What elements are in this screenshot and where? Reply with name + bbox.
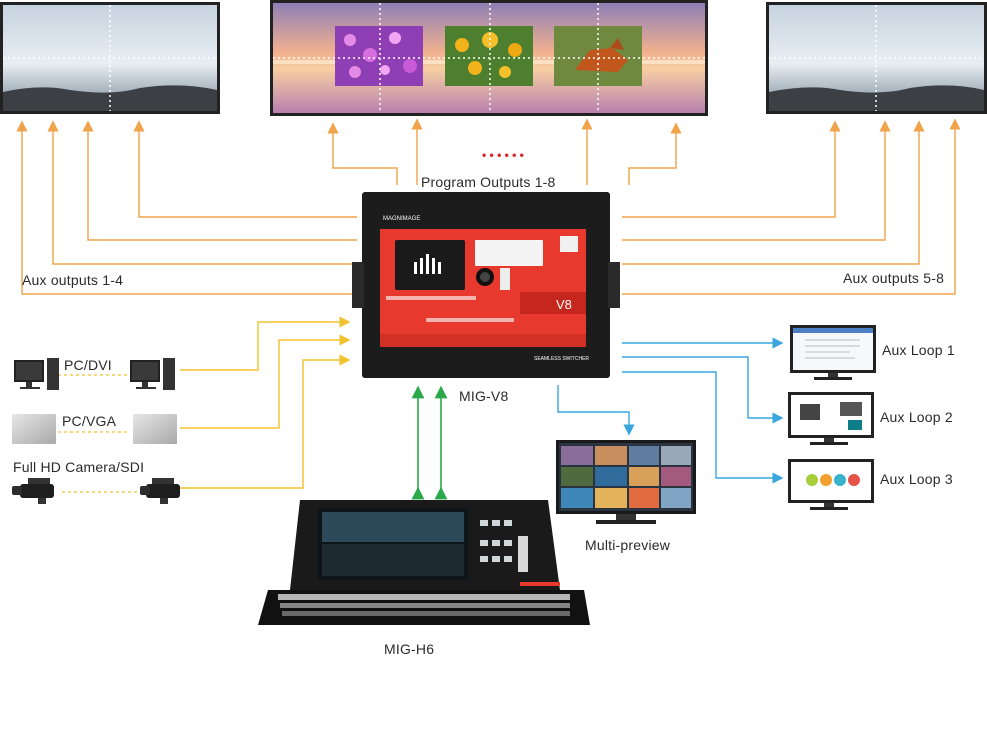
aux-output-arrow-8 — [622, 118, 961, 295]
mig-h6-label: MIG-H6 — [384, 641, 435, 657]
input-arrow-sdi — [180, 354, 351, 489]
camera-label: Full HD Camera/SDI — [13, 459, 145, 475]
program-outputs-label: Program Outputs 1-8 — [421, 174, 556, 190]
aux-loop-arrow-3 — [622, 371, 784, 484]
aux-output-arrow-3 — [82, 120, 357, 241]
mig-h6-console — [258, 500, 590, 625]
program-output-arrow-1 — [327, 122, 398, 185]
aux-output-arrow-4 — [133, 120, 357, 218]
aux-loop-2-monitor — [788, 392, 874, 445]
aux-output-arrow-1 — [16, 120, 357, 295]
pc-vga-left-icon — [12, 414, 56, 444]
aux-loop-3-label: Aux Loop 3 — [880, 471, 953, 487]
program-output-arrow-4 — [628, 122, 682, 185]
mig-v8-label: MIG-V8 — [459, 388, 509, 404]
pc-dvi-left-icon — [14, 358, 59, 390]
aux-loop-3-monitor — [788, 459, 874, 510]
device-footer: SEAMLESS SWITCHER — [534, 356, 589, 362]
pc-dvi-right-icon — [130, 358, 175, 390]
aux-output-arrow-6 — [622, 120, 891, 241]
program-outputs-ellipsis: • • • • • • — [482, 148, 524, 162]
aux-loop-arrow-2 — [622, 356, 784, 424]
device-model-badge: V8 — [556, 297, 572, 312]
aux-outputs-right-label: Aux outputs 5-8 — [843, 270, 945, 286]
mig-v8-device: MAGNIMAGE V8 SEAMLESS SWITCHER — [352, 192, 620, 378]
right-led-wall — [766, 2, 987, 114]
center-led-wall — [270, 0, 708, 116]
pc-dvi-label: PC/DVI — [64, 357, 112, 373]
aux-output-arrow-2 — [47, 120, 357, 265]
multi-preview-label: Multi-preview — [585, 537, 671, 553]
aux-output-arrow-7 — [622, 120, 925, 265]
camera-right-icon — [140, 478, 180, 504]
left-led-wall — [0, 2, 220, 114]
aux-output-arrow-5 — [622, 120, 841, 218]
multi-preview-monitor — [556, 440, 696, 524]
aux-loop-2-label: Aux Loop 2 — [880, 409, 953, 425]
input-arrow-vga — [180, 334, 351, 429]
device-brand: MAGNIMAGE — [383, 216, 420, 222]
pc-vga-right-icon — [133, 414, 177, 444]
pc-vga-label: PC/VGA — [62, 413, 117, 429]
aux-loop-1-label: Aux Loop 1 — [882, 342, 955, 358]
aux-loop-1-monitor — [790, 325, 876, 380]
aux-outputs-left-label: Aux outputs 1-4 — [22, 272, 124, 288]
input-arrow-dvi — [180, 316, 351, 371]
multi-preview-arrow — [557, 385, 635, 436]
camera-left-icon — [12, 478, 54, 504]
